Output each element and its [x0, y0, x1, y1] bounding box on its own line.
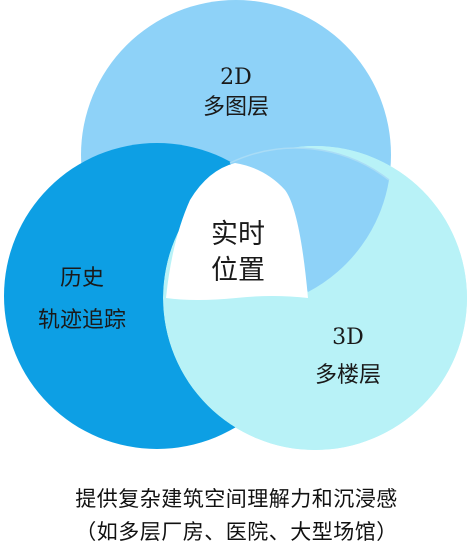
label-3d-line2: 多楼层 — [315, 363, 381, 388]
label-history-line2: 轨迹追踪 — [38, 308, 126, 333]
center-region — [166, 163, 308, 300]
label-3d-line1: 3D — [332, 325, 364, 350]
caption-line2: （如多层厂房、医院、大型场馆） — [75, 520, 398, 544]
label-history-line1: 历史 — [60, 266, 104, 291]
label-center-line1: 实时 — [211, 219, 265, 250]
caption-line1: 提供复杂建筑空间理解力和沉浸感 — [75, 487, 398, 511]
arc-edge — [229, 147, 390, 181]
label-2d-line2: 多图层 — [203, 95, 269, 120]
venn-diagram: 2D 多图层 历史 轨迹追踪 3D 多楼层 实时 位置 — [4, 0, 467, 450]
label-center-line2: 位置 — [211, 255, 265, 286]
label-2d-line1: 2D — [220, 65, 252, 90]
